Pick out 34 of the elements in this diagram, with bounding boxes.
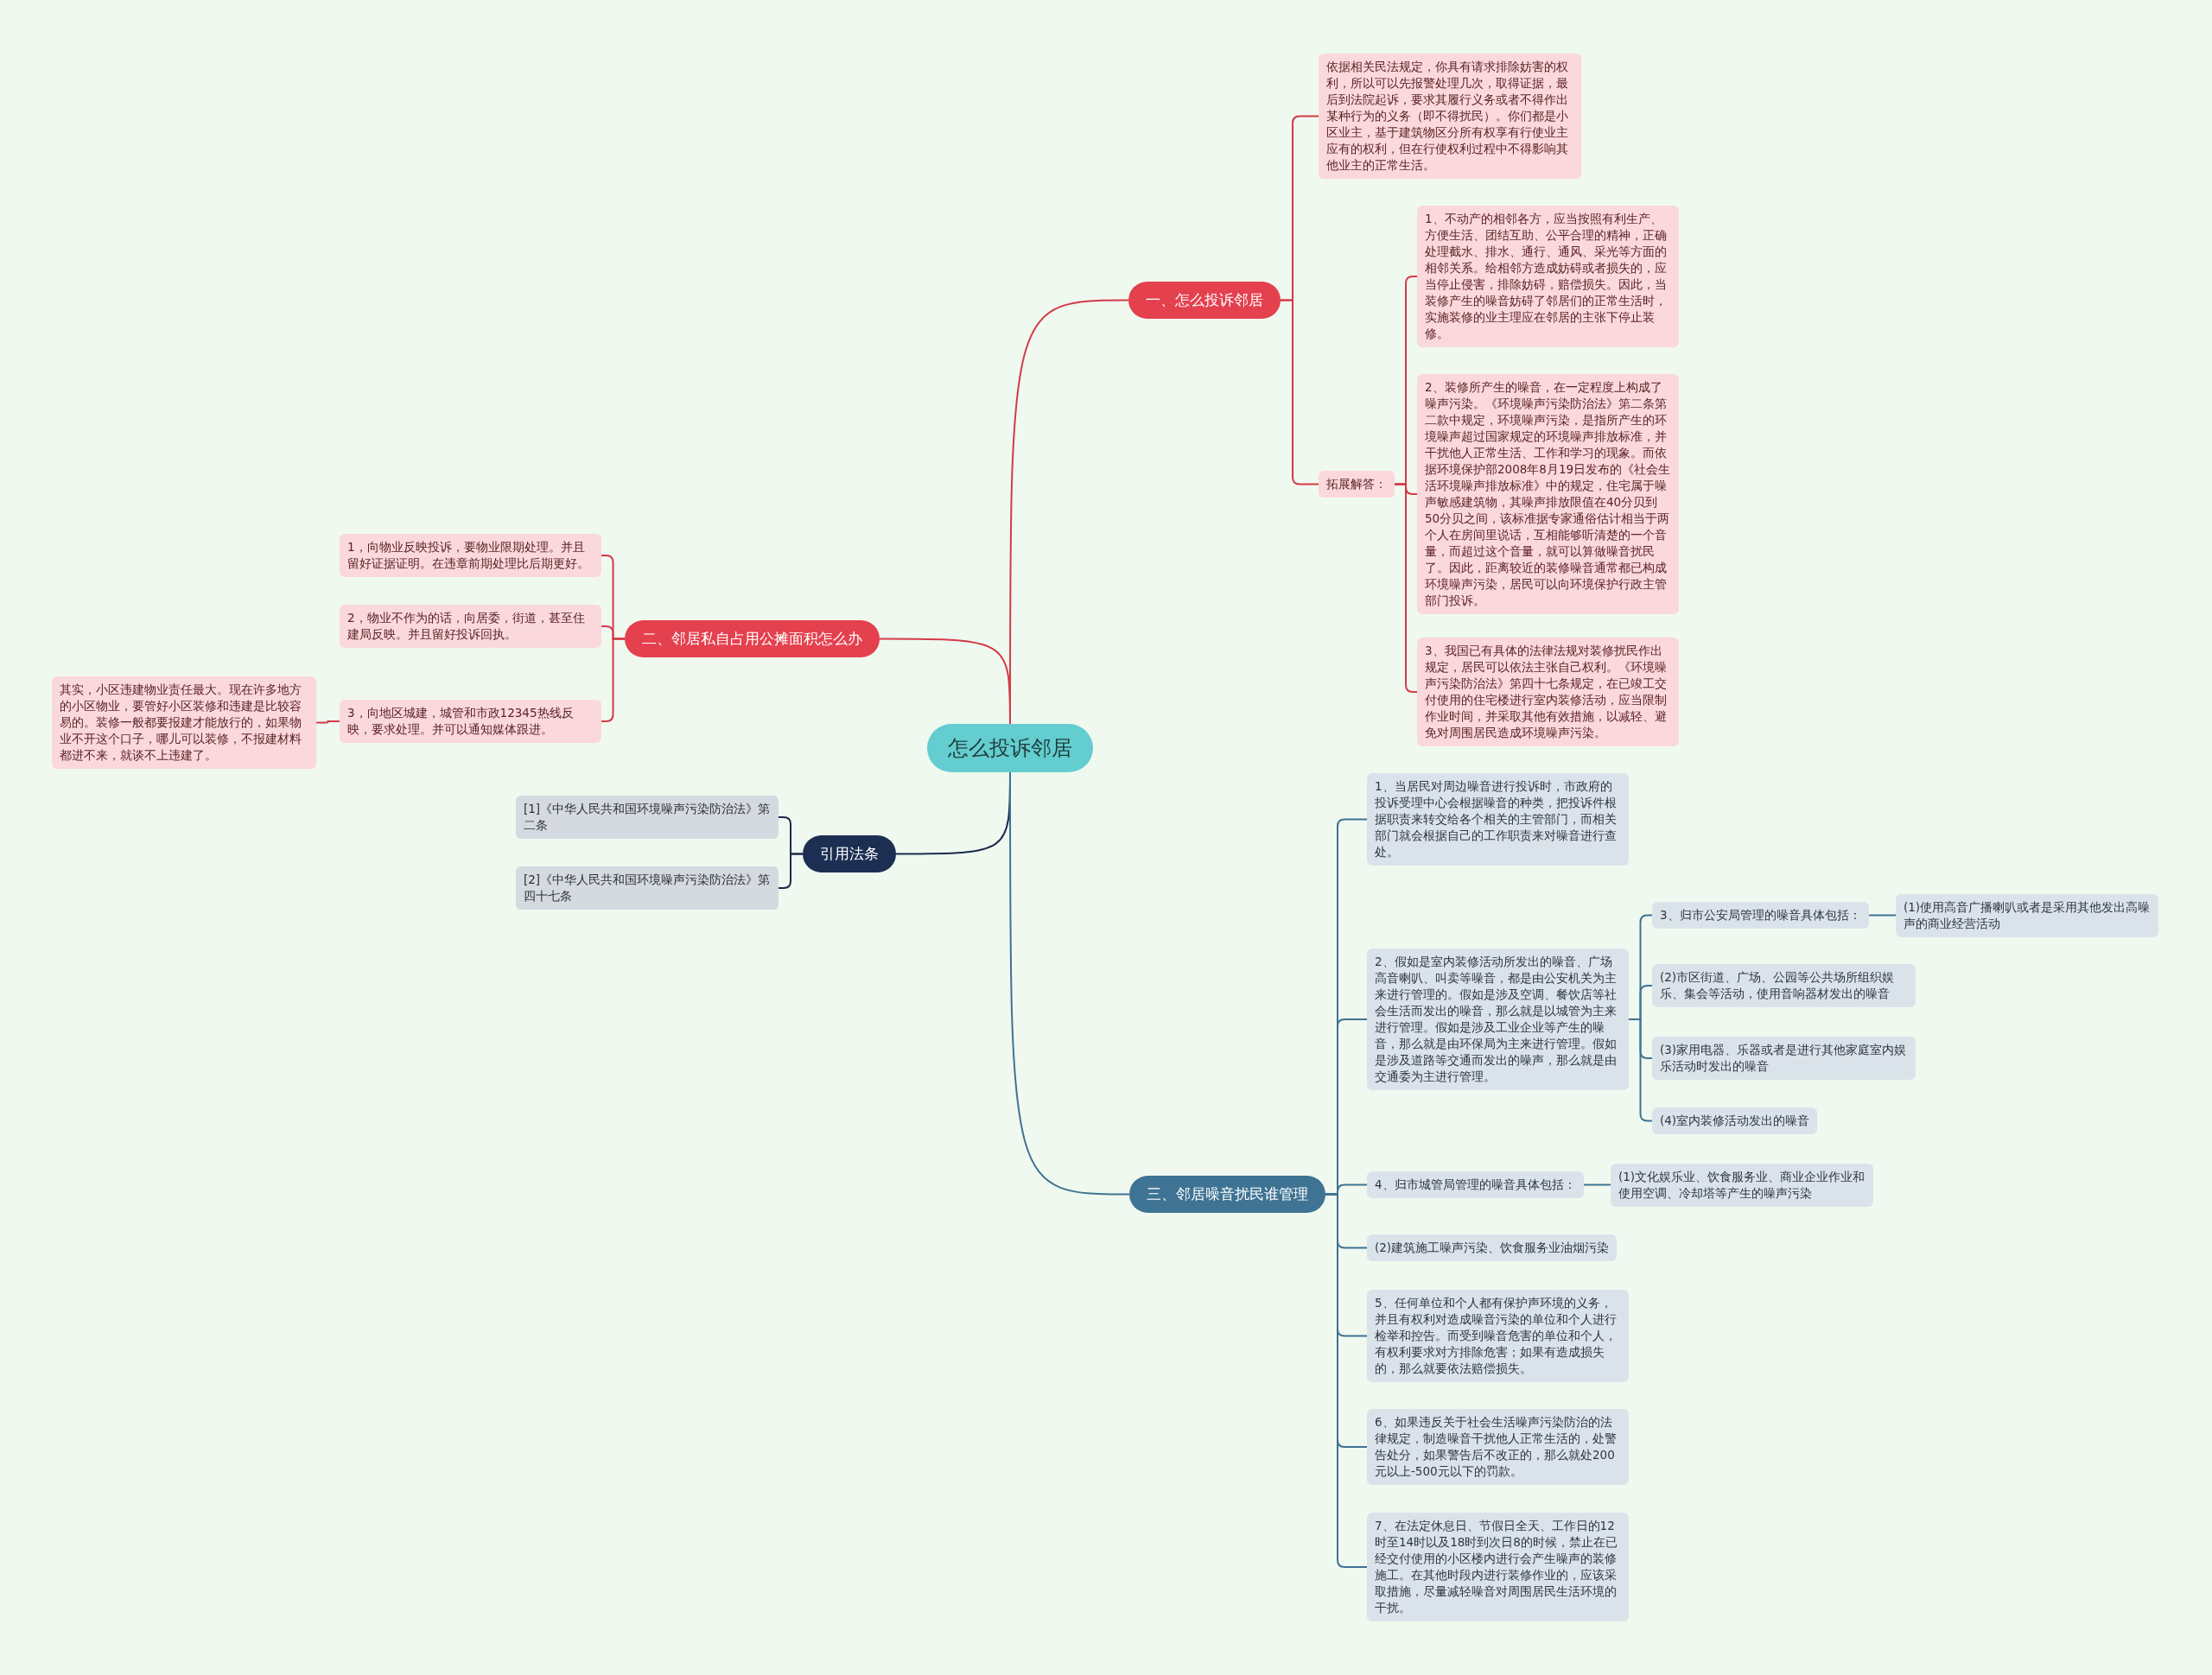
central-topic: 怎么投诉邻居 — [927, 724, 1093, 772]
connector-line — [1009, 771, 1130, 1196]
note-card: 3，向地区城建，城管和市政12345热线反映，要求处理。并可以通知媒体跟进。 — [340, 700, 601, 743]
note-card: (4)室内装修活动发出的噪音 — [1652, 1107, 1818, 1134]
connector-line — [315, 720, 340, 724]
note-card: 2、假如是室内装修活动所发出的噪音、广场高音喇叭、叫卖等噪音，都是由公安机关为主来进行管理的。假如是涉及空调、餐饮店等社会生活而发出的噪音，那么就是以城管为主来进行管理。假如是涉及工业企业等产生的噪音，那么就是由环保局为主来进行管理。假如是涉及道路等交通而发出的噪声，那么就是由交通委为主进行管理。 — [1367, 949, 1629, 1090]
note-card: 3、我国已有具体的法律法规对装修扰民作出规定，居民可以依法主张自己权利。《环境噪声污染防治法》第四十七条规定，在已竣工交付使用的住宅楼进行室内装修活动，应当限制作业时间，并采取其他有效措施，以减轻、避免对周围居民造成环境噪声污染。 — [1417, 638, 1679, 746]
topic-pill: 引用法条 — [803, 835, 896, 872]
note-card: (2)建筑施工噪声污染、饮食服务业油烟污染 — [1367, 1234, 1618, 1261]
topic-pill: 一、怎么投诉邻居 — [1128, 282, 1281, 319]
topic-pill: 三、邻居噪音扰民谁管理 — [1129, 1176, 1325, 1213]
topic-pill: 二、邻居私自占用公摊面积怎么办 — [625, 620, 880, 657]
note-card: [1]《中华人民共和国环境噪声污染防治法》第二条 — [516, 796, 779, 839]
note-card: 4、归市城管局管理的噪音具体包括： — [1367, 1171, 1584, 1198]
connector-line — [1867, 914, 1897, 917]
note-card: 2、装修所产生的噪音，在一定程度上构成了噪声污染。《环境噪声污染防治法》第二条第二款中规定，环境噪声污染，是指所产生的环境噪声超过国家规定的环境噪声排放标准，并干扰他人正常生活、工作和学习的现象。而依据环境保护部2008年8月19日发布的《社会生活环境噪声排放标准》中的规定，住宅属于噪声敏感建筑物，其噪声排放限值在40分贝到50分贝之间，该标准据专家通俗估计相当于两个人在房间里说话，互相能够听清楚的一个音量，而超过这个音量，就可以算做噪音扰民了。因此，距离较近的装修噪音通常都已构成环境噪声污染，居民可以向环境保护行政主管部门投诉。 — [1417, 374, 1679, 614]
note-card: (2)市区街道、广场、公园等公共场所组织娱乐、集会等活动，使用音响器材发出的噪音 — [1652, 964, 1916, 1007]
connector-line — [778, 853, 804, 889]
note-card: 1、不动产的相邻各方，应当按照有利生产、方便生活、团结互助、公平合理的精神，正确处理截水、排水、通行、通风、采光等方面的相邻关系。给相邻方造成妨碍或者损失的，应当停止侵害，排除妨碍，赔偿损失。因此，当装修产生的噪音妨碍了邻居们的正常生活时，实施装修的业主理应在邻居的主张下停止装修。 — [1417, 206, 1679, 347]
note-card: 3、归市公安局管理的噪音具体包括： — [1652, 902, 1869, 929]
note-card: 2，物业不作为的话，向居委，街道，甚至住建局反映。并且留好投诉回执。 — [340, 605, 601, 648]
note-card: (3)家用电器、乐器或者是进行其他家庭室内娱乐活动时发出的噪音 — [1652, 1037, 1916, 1080]
note-card: 依据相关民法规定，你具有请求排除妨害的权利，所以可以先报警处理几次，取得证据，最后到法院起诉，要求其履行义务或者不得作出某种行为的义务（即不得扰民）。你们都是小区业主，基于建筑物区分所有权享有行使业主应有的权利，但在行使权利过程中不得影响其他业主的正常生活。 — [1319, 54, 1581, 179]
note-card: 1，向物业反映投诉，要物业限期处理。并且留好证据证明。在违章前期处理比后期更好。 — [340, 534, 601, 577]
note-card: 5、任何单位和个人都有保护声环境的义务，并且有权利对造成噪音污染的单位和个人进行检举和控告。而受到噪音危害的单位和个人，有权利要求对方排除危害；如果有造成损失的，那么就要依法赔偿损失。 — [1367, 1290, 1629, 1382]
note-card: (1)使用高音广播喇叭或者是采用其他发出高噪声的商业经营活动 — [1896, 894, 2158, 937]
note-card: 拓展解答： — [1319, 471, 1395, 498]
note-card: 7、在法定休息日、节假日全天、工作日的12时至14时以及18时到次日8的时候，禁止在已经交付使用的小区楼内进行会产生噪声的装修施工。在其他时段内进行装修作业的，应该采取措施，尽量减轻噪音对周围居民生活环境的干扰。 — [1367, 1513, 1629, 1621]
connector-line — [1582, 1183, 1611, 1186]
note-card: 1、当居民对周边噪音进行投诉时，市政府的投诉受理中心会根据噪音的种类，把投诉件根据职责来转交给各个相关的主管部门，而相关部门就会根据自己的工作职责来对噪音进行查处。 — [1367, 773, 1629, 866]
note-card: 其实，小区违建物业责任最大。现在许多地方的小区物业，要管好小区装修和违建是比较容易的。装修一般都要报建才能放行的，如果物业不开这个口子，哪儿可以装修，不报建材料都进不来，就谈不上违建了。 — [52, 676, 316, 769]
note-card: 6、如果违反关于社会生活噪声污染防治的法律规定，制造噪音干扰他人正常生活的，处警告处分，如果警告后不改正的，那么就处200元以上-500元以下的罚款。 — [1367, 1409, 1629, 1485]
note-card: (1)文化娱乐业、饮食服务业、商业企业作业和使用空调、冷却塔等产生的噪声污染 — [1611, 1164, 1873, 1207]
note-card: [2]《中华人民共和国环境噪声污染防治法》第四十七条 — [516, 866, 779, 910]
